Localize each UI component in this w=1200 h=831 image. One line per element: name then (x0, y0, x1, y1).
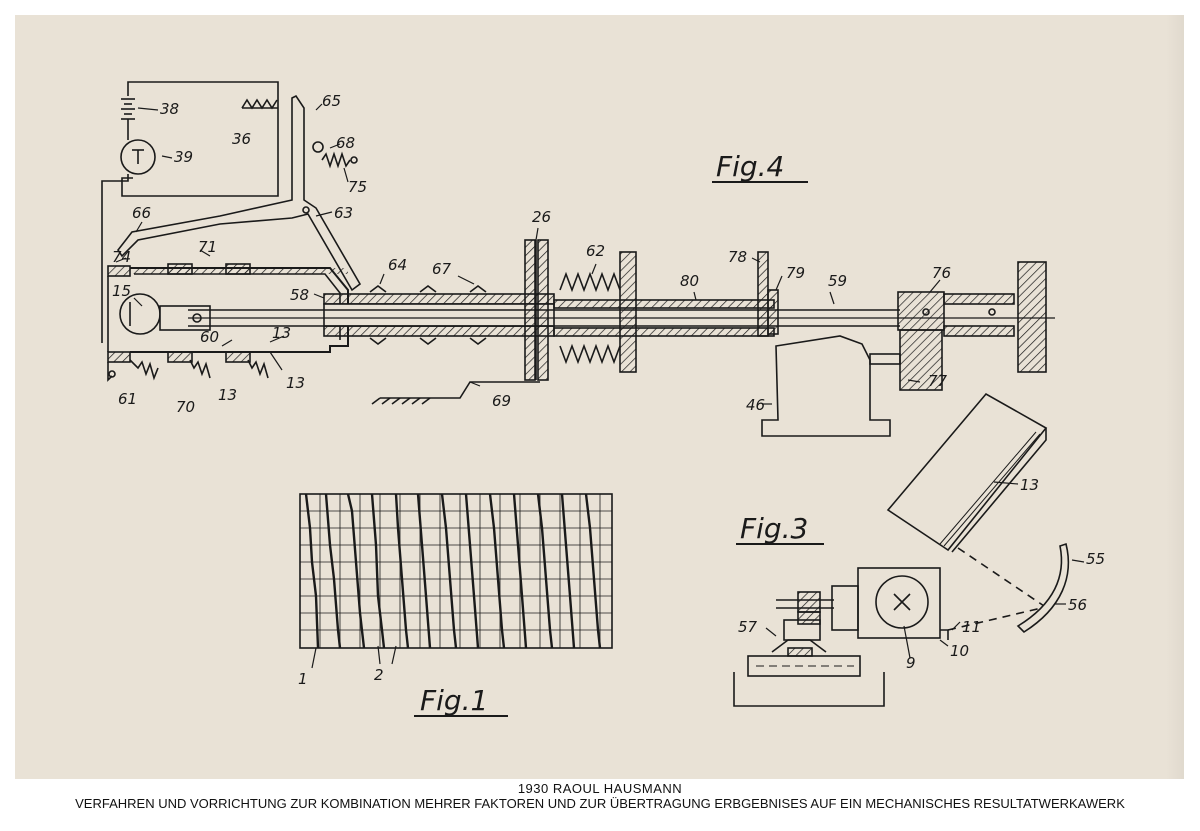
label: 61 (118, 390, 137, 408)
label: 57 (738, 618, 758, 636)
label: 15 (112, 282, 131, 300)
patent-drawing: Fig.4 Fig.3 Fig.1 38 36 65 39 68 75 63 6… (101, 81, 1105, 717)
label: 69 (492, 392, 511, 410)
reference-numerals: 38 36 65 39 68 75 63 66 74 71 15 58 64 6… (112, 92, 1105, 688)
label: 13 (286, 374, 305, 392)
label: 9 (906, 654, 916, 672)
figure-titles: Fig.4 Fig.3 Fig.1 (414, 150, 824, 717)
caption-title: 1930 RAOUL HAUSMANN (517, 781, 683, 796)
label: 59 (828, 272, 847, 290)
figure-1 (299, 493, 613, 669)
label: 13 (218, 386, 237, 404)
label: 62 (586, 242, 605, 260)
label: 1 (298, 670, 308, 688)
label: 56 (1068, 596, 1087, 614)
fig1-leaders (311, 645, 397, 669)
label: 13 (272, 324, 291, 342)
figure-3 (733, 392, 1085, 707)
block-13 (886, 392, 1048, 553)
grid-stripes (304, 493, 602, 649)
label: 63 (334, 204, 353, 222)
label: 78 (728, 248, 747, 266)
label: 80 (680, 272, 699, 290)
caption-subtitle: VERFAHREN UND VORRICHTUNG ZUR KOMBINATIO… (75, 796, 1125, 811)
label: 36 (232, 130, 251, 148)
label: 65 (322, 92, 341, 110)
housing (107, 263, 349, 382)
label: 10 (950, 642, 969, 660)
label: 2 (374, 666, 384, 684)
label: 64 (388, 256, 407, 274)
label: 13 (1020, 476, 1039, 494)
fig4-title: Fig.4 (716, 150, 784, 183)
label: 39 (174, 148, 193, 166)
label: 68 (336, 134, 355, 152)
label: 74 (112, 248, 131, 266)
label: 55 (1086, 550, 1105, 568)
label: 58 (290, 286, 309, 304)
fig1-title: Fig.1 (420, 684, 488, 717)
label: 77 (928, 372, 948, 390)
figure-4 (101, 81, 1055, 437)
circuit (101, 81, 279, 343)
label: 60 (200, 328, 219, 346)
label: 71 (198, 238, 217, 256)
lever-65 (117, 94, 362, 292)
label: 67 (432, 260, 452, 278)
label: 70 (176, 398, 195, 416)
label: 66 (132, 204, 151, 222)
fig3-title: Fig.3 (740, 512, 808, 545)
caption: 1930 RAOUL HAUSMANN VERFAHREN UND VORRIC… (0, 781, 1200, 811)
fig4-leaders (115, 103, 941, 405)
label: 75 (348, 178, 367, 196)
label: 26 (532, 208, 551, 226)
fig3-leaders (765, 481, 1085, 659)
label: 11 (962, 618, 981, 636)
label: 38 (160, 100, 179, 118)
grid-lines (300, 494, 612, 648)
label: 76 (932, 264, 951, 282)
label: 79 (786, 264, 805, 282)
label: 46 (746, 396, 765, 414)
shaft-assembly (188, 239, 1055, 437)
